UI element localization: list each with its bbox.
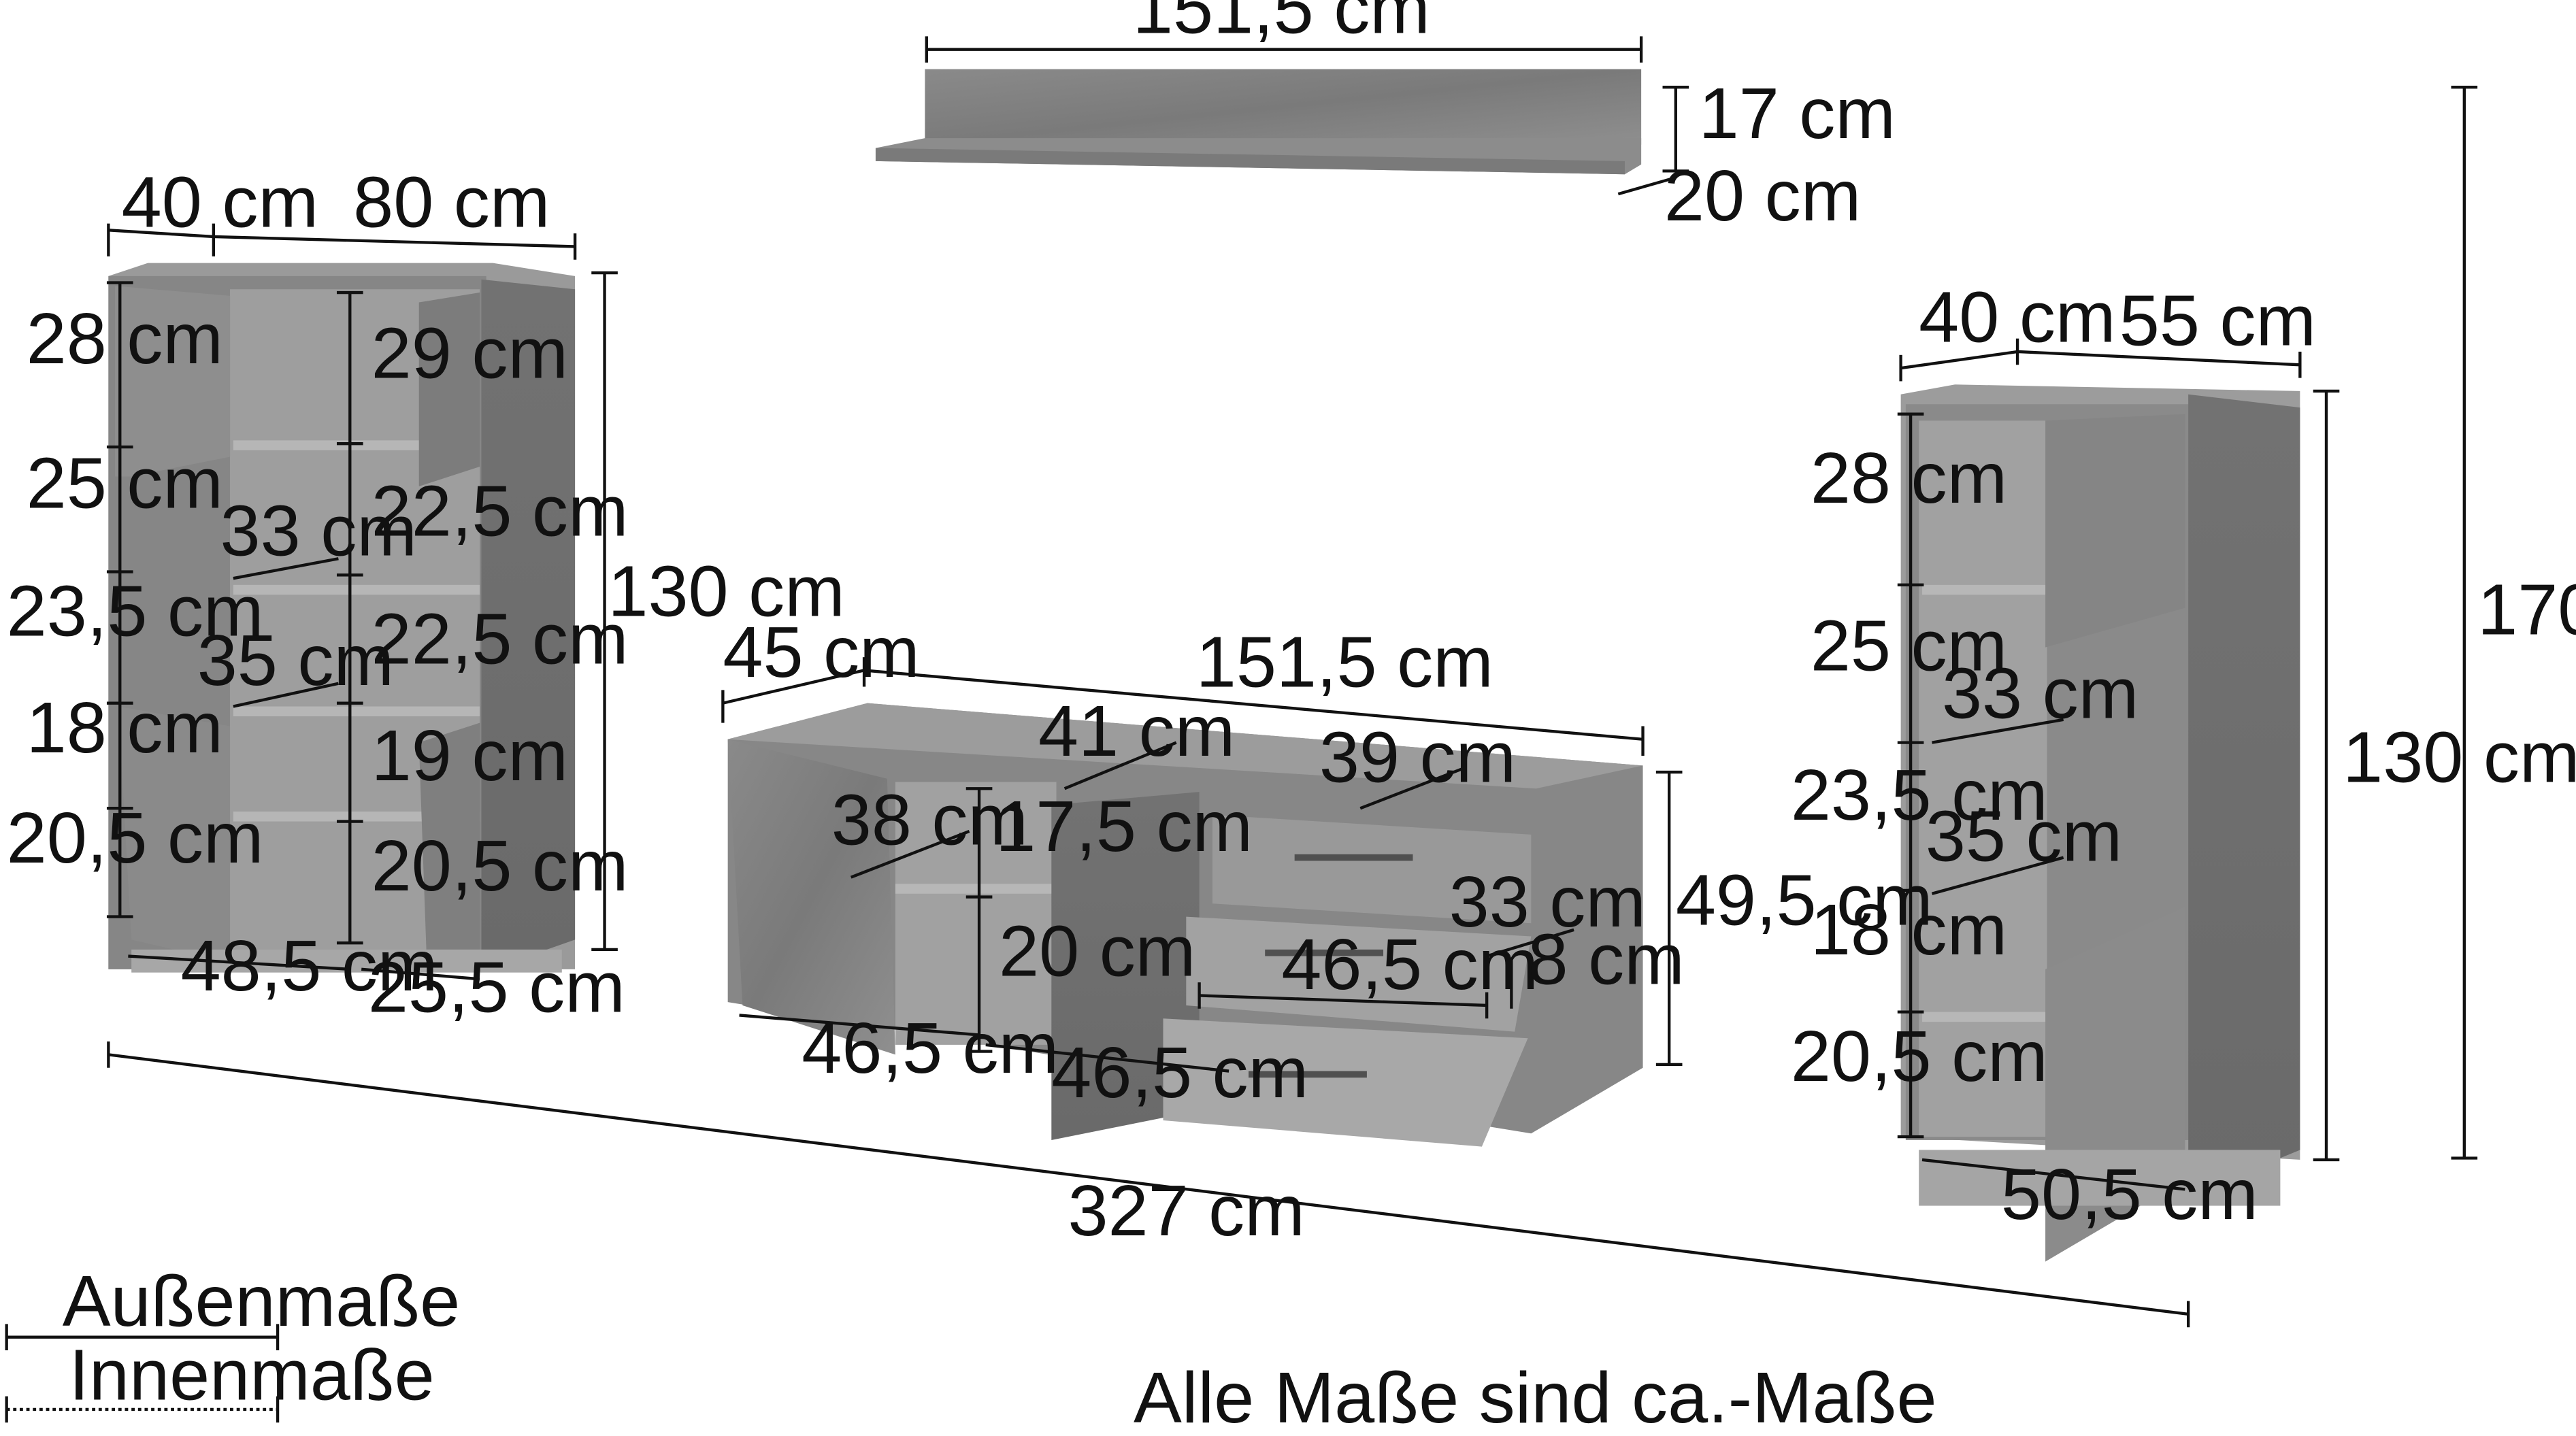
sideboard-compartment-height-1: 17,5 cm (995, 786, 1253, 867)
right-cabinet-left-height-2: 25 cm (1811, 605, 2007, 686)
right-cabinet-left-height-1: 28 cm (1811, 437, 2007, 518)
right-cabinet-left-height-4: 18 cm (1811, 889, 2007, 970)
left-cabinet-right-height-5: 20,5 cm (371, 825, 629, 906)
right-highboard (1900, 384, 2300, 1262)
wall-shelf (875, 69, 1642, 175)
sideboard-depth-label: 45 cm (723, 612, 919, 692)
sideboard-inner-depth-2: 39 cm (1319, 717, 1516, 798)
left-highboard (108, 263, 576, 973)
shelf-depth-label: 20 cm (1664, 155, 1861, 236)
dimension-lines (5, 36, 2478, 1423)
sideboard-compartment-height-2: 20 cm (999, 910, 1195, 991)
left-cabinet-inner-depth-2: 35 cm (197, 620, 394, 701)
legend-outer-label: Außenmaße (63, 1260, 460, 1341)
right-cabinet-width-label: 55 cm (2119, 280, 2316, 361)
left-cabinet-inner-depth-1: 33 cm (220, 490, 417, 571)
legend-inner-label: Innenmaße (69, 1334, 434, 1415)
left-cabinet-width-label: 80 cm (353, 161, 550, 242)
right-cabinet-inner-depth-2: 35 cm (1926, 795, 2122, 876)
sideboard-drawer-height: 8 cm (1528, 919, 1685, 1000)
sideboard-inner-width-1: 46,5 cm (802, 1007, 1059, 1088)
shelf-width-label: 151,5 cm (1133, 0, 1430, 49)
sideboard-inner-depth-4: 33 cm (1449, 861, 1646, 942)
total-height-label: 170 cm (2477, 569, 2576, 650)
left-cabinet-left-height-3: 23,5 cm (7, 571, 264, 652)
left-cabinet-right-height-4: 19 cm (371, 715, 568, 796)
sideboard-inner-depth-1: 41 cm (1038, 690, 1235, 771)
right-cabinet-left-height-3: 23,5 cm (1791, 754, 2048, 835)
left-cabinet-depth-label: 40 cm (122, 161, 318, 242)
left-cabinet-left-height-2: 25 cm (27, 442, 223, 523)
right-cabinet-inner-depth-1: 33 cm (1942, 652, 2139, 733)
sideboard-inner-depth-3: 38 cm (831, 779, 1028, 860)
sideboard (727, 703, 1643, 1147)
left-cabinet-inner-width-1: 48,5 cm (181, 925, 438, 1006)
right-cabinet-height-label: 130 cm (2343, 717, 2576, 798)
right-cabinet-depth-label: 40 cm (1919, 276, 2115, 357)
total-width-label: 327 cm (1068, 1170, 1304, 1251)
left-cabinet-height-label: 130 cm (608, 551, 844, 632)
left-cabinet-left-height-1: 28 cm (27, 298, 223, 379)
right-cabinet-left-height-5: 20,5 cm (1791, 1016, 2048, 1097)
sideboard-height-label: 49,5 cm (1676, 860, 1933, 941)
left-cabinet-right-height-2: 22,5 cm (371, 470, 629, 551)
left-cabinet-left-height-4: 18 cm (27, 687, 223, 768)
sideboard-width-label: 151,5 cm (1196, 622, 1493, 703)
left-cabinet-right-height-1: 29 cm (371, 313, 568, 394)
left-cabinet-left-height-5: 20,5 cm (7, 797, 264, 878)
sideboard-drawer-width: 46,5 cm (1281, 924, 1538, 1005)
sideboard-inner-width-2: 46,5 cm (1051, 1032, 1308, 1113)
footnote: Alle Maße sind ca.-Maße (1134, 1357, 1937, 1433)
shelf-height-label: 17 cm (1699, 73, 1896, 154)
left-cabinet-right-height-3: 22,5 cm (371, 599, 629, 680)
left-cabinet-inner-width-2: 25,5 cm (368, 947, 625, 1028)
right-cabinet-inner-width: 50,5 cm (2001, 1154, 2258, 1235)
